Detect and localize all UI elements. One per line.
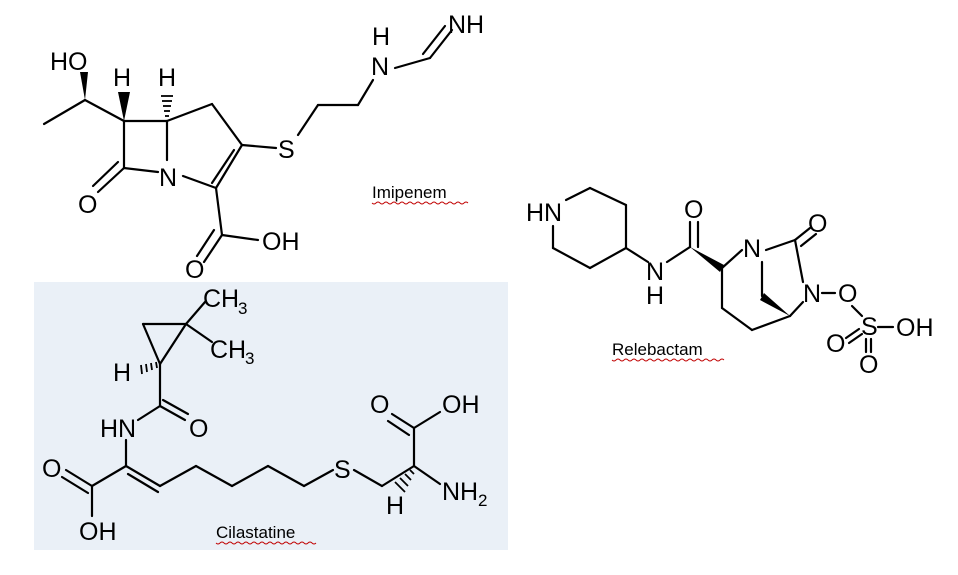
amine-label: HN [526, 199, 562, 227]
sulfur-label: S [278, 136, 295, 164]
amide-nitrogen-label: N [646, 258, 664, 286]
oxygen-label: O [859, 351, 878, 379]
methyl-label: CH [203, 285, 239, 313]
oxygen-label: O [370, 391, 389, 419]
oxygen-label: O [185, 256, 204, 284]
nitrogen-label: N [371, 53, 389, 81]
oxygen-label: O [189, 415, 208, 443]
hashed-bond [140, 361, 158, 375]
nitrogen-label: N [743, 235, 761, 263]
spellcheck-underline [215, 541, 317, 545]
hydrogen-label: H [646, 282, 664, 310]
sulfur-label: S [861, 313, 878, 341]
nitrogen-label: N [803, 280, 821, 308]
hydrogen-label: H [158, 64, 176, 92]
oxygen-label: O [42, 455, 61, 483]
subscript: 3 [245, 349, 254, 368]
relebactam-structure: HN N H O N O N O S [526, 186, 934, 379]
imine-label: NH [448, 11, 484, 39]
subscript: 3 [238, 299, 247, 318]
amine-label: NH [442, 478, 478, 506]
subscript: 2 [478, 491, 487, 510]
hashed-bond [161, 95, 173, 117]
oxygen-label: O [78, 191, 97, 219]
cilastatine-structure: CH 3 CH 3 H O HN O OH [42, 285, 487, 546]
hydrogen-label: H [113, 359, 131, 387]
cilastatine-caption: Cilastatine [216, 523, 295, 542]
methyl-label: CH [210, 336, 246, 364]
wedge-bond [760, 293, 790, 316]
hydrogen-label: H [372, 23, 390, 51]
relebactam-caption: Relebactam [612, 340, 703, 359]
amide-nitrogen-label: HN [100, 415, 136, 443]
oxygen-label: O [684, 196, 703, 224]
hashed-bond [394, 469, 415, 493]
cilastatine-panel [34, 282, 508, 550]
hydroxyl-label: OH [896, 314, 934, 342]
spellcheck-underline [371, 201, 469, 205]
hydrogen-label: H [113, 64, 131, 92]
sulfur-label: S [334, 456, 351, 484]
spellcheck-underline [611, 358, 725, 362]
hydroxyl-label: OH [262, 228, 300, 256]
hydroxyl-label: OH [79, 518, 117, 546]
oxygen-label: O [826, 330, 845, 358]
wedge-bond [690, 247, 724, 272]
oxygen-label: O [808, 210, 827, 238]
hydroxyl-label: OH [442, 391, 480, 419]
oxygen-label: O [838, 280, 857, 308]
nitrogen-label: N [159, 164, 177, 192]
imipenem-caption: Imipenem [372, 183, 447, 202]
wedge-bond [80, 72, 88, 100]
wedge-bond [118, 92, 130, 121]
imipenem-structure: HO H H O N O [42, 11, 484, 284]
hydrogen-label: H [386, 492, 404, 520]
hydroxyl-label: HO [50, 48, 88, 76]
